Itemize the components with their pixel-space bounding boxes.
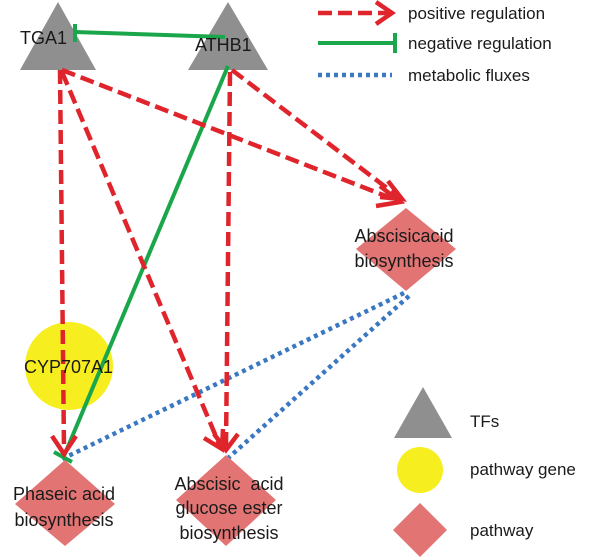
flux-edges bbox=[59, 290, 411, 463]
pa-biosynthesis-node-shape bbox=[15, 460, 115, 546]
edge-legend: positive regulation negative regulation … bbox=[318, 0, 552, 85]
edge-athb1-to-aba-arrowhead bbox=[379, 179, 407, 202]
legend-pathway-label: pathway bbox=[470, 521, 534, 540]
aba-biosynthesis-label-line-2: biosynthesis bbox=[354, 251, 453, 271]
pa-biosynthesis-label-line-2: biosynthesis bbox=[14, 510, 113, 530]
legend-positive-label: positive regulation bbox=[408, 4, 545, 23]
legend-gene-icon bbox=[397, 447, 443, 493]
cyp707a1-label: CYP707A1 bbox=[24, 357, 113, 377]
abage-biosynthesis-label-line-1: Abscisic acid bbox=[174, 474, 283, 494]
legend-pathway-icon bbox=[393, 503, 447, 557]
athb1-label: ATHB1 bbox=[195, 35, 252, 55]
legend-positive-arrowhead bbox=[374, 0, 396, 26]
tga1-node-shape bbox=[20, 2, 96, 70]
legend-flux-label: metabolic fluxes bbox=[408, 66, 530, 85]
positive-edges bbox=[50, 67, 407, 459]
negative-edges bbox=[53, 24, 230, 464]
pa-biosynthesis-label-line-1: Phaseic acid bbox=[13, 484, 115, 504]
abage-biosynthesis-label-line-2: glucose ester bbox=[175, 498, 282, 518]
edge-tga1-to-abage-positive bbox=[59, 71, 223, 447]
legend-tf-icon bbox=[394, 387, 452, 438]
abage-biosynthesis-node-shape bbox=[176, 455, 276, 546]
edge-athb1-to-pa-negative bbox=[62, 65, 230, 457]
node-legend: TFs pathway gene pathway bbox=[393, 387, 576, 557]
legend-negative-label: negative regulation bbox=[408, 34, 552, 53]
athb1-node-shape bbox=[188, 2, 268, 70]
edge-aba-to-abage-flux bbox=[224, 294, 411, 462]
edge-athb1-to-abage-arrowhead bbox=[212, 432, 240, 454]
abage-biosynthesis-label-line-3: biosynthesis bbox=[179, 523, 278, 543]
edge-tga1-to-pa-arrowhead bbox=[50, 434, 78, 459]
tga1-label: TGA1 bbox=[20, 28, 67, 48]
edge-tga1-to-aba-arrowhead bbox=[375, 184, 406, 209]
legend-tf-label: TFs bbox=[470, 412, 499, 431]
edge-tga1-to-athb1-negative bbox=[74, 30, 226, 39]
edge-athb1-to-abage-positive bbox=[223, 71, 233, 447]
legend-gene-label: pathway gene bbox=[470, 460, 576, 479]
aba-biosynthesis-label-line-1: Abscisicacid bbox=[354, 226, 453, 246]
edge-athb1-to-aba-positive bbox=[230, 68, 402, 200]
edge-tga1-to-pa-positive bbox=[57, 69, 67, 451]
aba-biosynthesis-node-shape bbox=[356, 208, 456, 291]
edge-athb1-to-pa-bar bbox=[53, 450, 73, 464]
edge-tga1-to-abage-arrowhead bbox=[202, 428, 226, 453]
